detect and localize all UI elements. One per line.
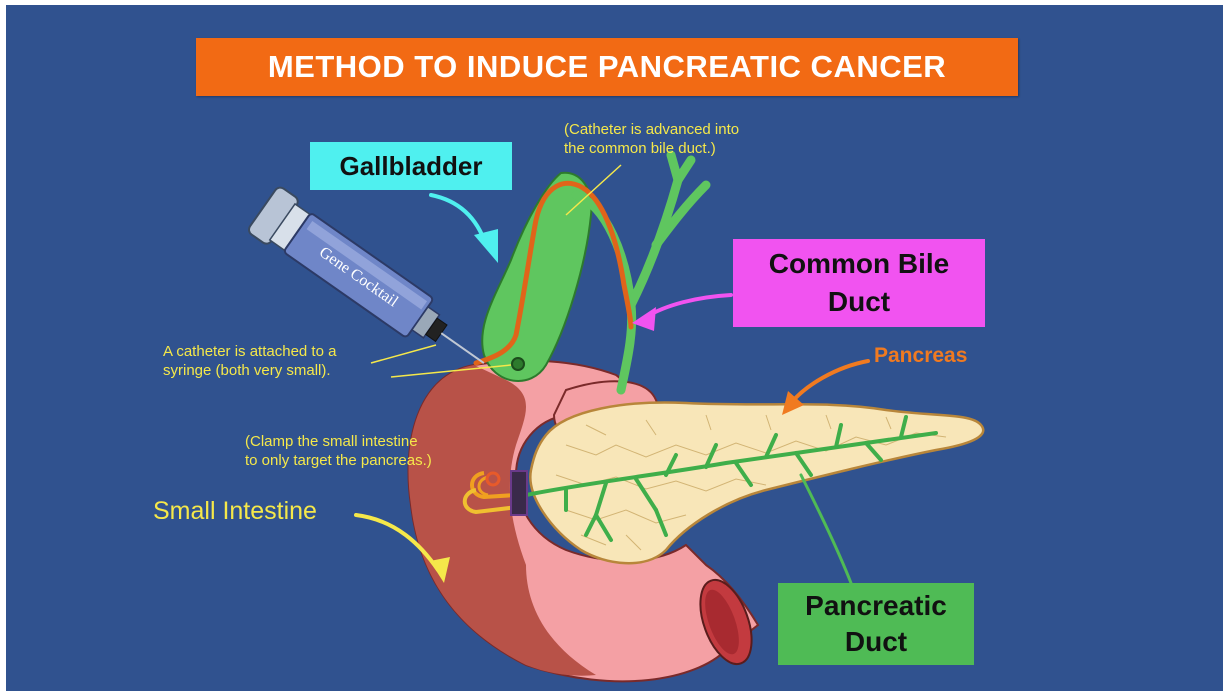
note-catheter-attached-line1: A catheter is attached to a bbox=[163, 342, 336, 361]
note-catheter-attached: A catheter is attached to a syringe (bot… bbox=[163, 342, 336, 380]
common-bile-duct-label: Common Bile Duct bbox=[733, 239, 985, 327]
catheter-entry bbox=[512, 358, 524, 370]
pancreatic-duct-label-line1: Pancreatic bbox=[778, 588, 974, 624]
pancreas-label: Pancreas bbox=[874, 344, 967, 368]
note-clamp-line1: (Clamp the small intestine bbox=[245, 432, 432, 451]
pancreas-arrow bbox=[791, 361, 868, 403]
note-catheter-syringe-leader bbox=[371, 345, 436, 363]
common-bile-duct-label-line2: Duct bbox=[733, 283, 985, 321]
pancreatic-duct-label-line2: Duct bbox=[778, 624, 974, 660]
note-catheter-advanced-line2: the common bile duct.) bbox=[564, 139, 739, 158]
note-catheter-advanced-line1: (Catheter is advanced into bbox=[564, 120, 739, 139]
gallbladder-label: Gallbladder bbox=[310, 142, 512, 190]
common-bile-duct-shape bbox=[576, 155, 706, 390]
note-catheter-advanced: (Catheter is advanced into the common bi… bbox=[564, 120, 739, 158]
diagram-slide: Gene Cocktail bbox=[6, 5, 1223, 691]
page-title: METHOD TO INDUCE PANCREATIC CANCER bbox=[196, 38, 1018, 96]
gallbladder-arrow-head bbox=[474, 229, 498, 263]
note-clamp-line2: to only target the pancreas.) bbox=[245, 451, 432, 470]
small-intestine-label: Small Intestine bbox=[153, 497, 317, 526]
common-bile-duct-label-line1: Common Bile bbox=[733, 245, 985, 283]
gallbladder-shape bbox=[482, 173, 591, 381]
note-clamp: (Clamp the small intestine to only targe… bbox=[245, 432, 432, 470]
note-catheter-attached-line2: syringe (both very small). bbox=[163, 361, 336, 380]
common-bile-duct-arrow bbox=[646, 295, 731, 317]
pancreatic-duct-label: Pancreatic Duct bbox=[778, 583, 974, 665]
pancreatic-duct-arrow bbox=[801, 475, 851, 583]
